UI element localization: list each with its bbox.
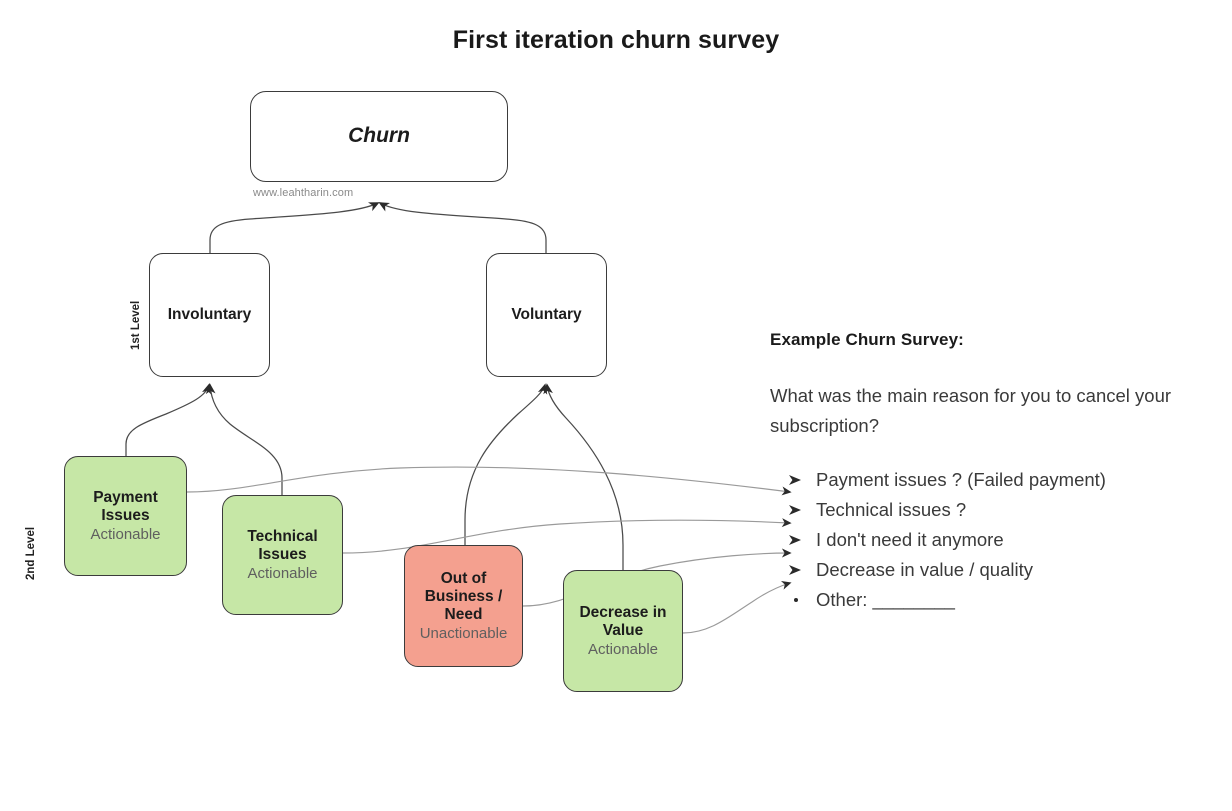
node-technical-issues-line2: Issues: [258, 545, 307, 563]
node-voluntary-label: Voluntary: [511, 305, 582, 323]
bullet-dot-icon: [794, 597, 798, 602]
survey-option[interactable]: Payment issues ? (Failed payment): [770, 465, 1222, 495]
survey-option[interactable]: Decrease in value / quality: [770, 555, 1222, 585]
arrowhead-icon: [789, 564, 801, 575]
node-technical-issues-line1: Technical: [247, 527, 318, 545]
watermark: www.leahtharin.com: [253, 187, 354, 199]
node-out-of-business-status: Unactionable: [419, 624, 508, 642]
node-voluntary[interactable]: Voluntary: [486, 253, 607, 377]
survey-option-label: Technical issues ?: [816, 498, 967, 520]
node-out-of-business-line2: Business /: [424, 587, 503, 605]
node-payment-issues-status: Actionable: [90, 525, 161, 543]
level-label-second: 2nd Level: [25, 526, 37, 580]
survey-option-label: I don't need it anymore: [816, 528, 1004, 550]
survey-option-label: Decrease in value / quality: [816, 558, 1033, 580]
node-out-of-business-line3: Need: [444, 605, 483, 623]
survey-option-label: Other: ________: [816, 588, 955, 610]
node-technical-issues[interactable]: Technical Issues Actionable: [222, 495, 343, 615]
node-payment-issues[interactable]: Payment Issues Actionable: [64, 456, 187, 576]
page-title: First iteration churn survey: [452, 26, 780, 54]
survey-question: What was the main reason for you to canc…: [770, 385, 1172, 436]
survey-option[interactable]: Technical issues ?: [770, 495, 1222, 525]
node-out-of-business-line1: Out of: [440, 569, 487, 587]
node-decrease-in-value-line1: Decrease in: [579, 603, 667, 621]
arrowhead-icon: [789, 504, 801, 515]
node-technical-issues-status: Actionable: [247, 564, 318, 582]
level-label-first: 1st Level: [130, 300, 142, 350]
node-decrease-in-value-line2: Value: [602, 621, 644, 639]
survey-option-label: Payment issues ? (Failed payment): [816, 468, 1106, 490]
node-decrease-in-value-status: Actionable: [587, 640, 659, 658]
arrowhead-icon: [789, 474, 801, 485]
survey-option[interactable]: Other: ________: [770, 585, 1222, 615]
node-decrease-in-value[interactable]: Decrease in Value Actionable: [563, 570, 683, 692]
survey-option[interactable]: I don't need it anymore: [770, 525, 1222, 555]
node-out-of-business[interactable]: Out of Business / Need Unactionable: [404, 545, 523, 667]
node-churn[interactable]: Churn: [250, 91, 508, 182]
node-payment-issues-line1: Payment: [93, 488, 158, 506]
arrowhead-icon: [789, 534, 801, 545]
node-involuntary[interactable]: Involuntary: [149, 253, 270, 377]
survey-panel: Example Churn Survey: What was the main …: [770, 330, 1222, 615]
survey-heading: Example Churn Survey:: [770, 330, 964, 349]
node-involuntary-label: Involuntary: [167, 305, 252, 323]
survey-options-list: Payment issues ? (Failed payment) Technic…: [770, 465, 1222, 615]
node-churn-label: Churn: [348, 124, 410, 148]
node-payment-issues-line2: Issues: [101, 506, 150, 524]
